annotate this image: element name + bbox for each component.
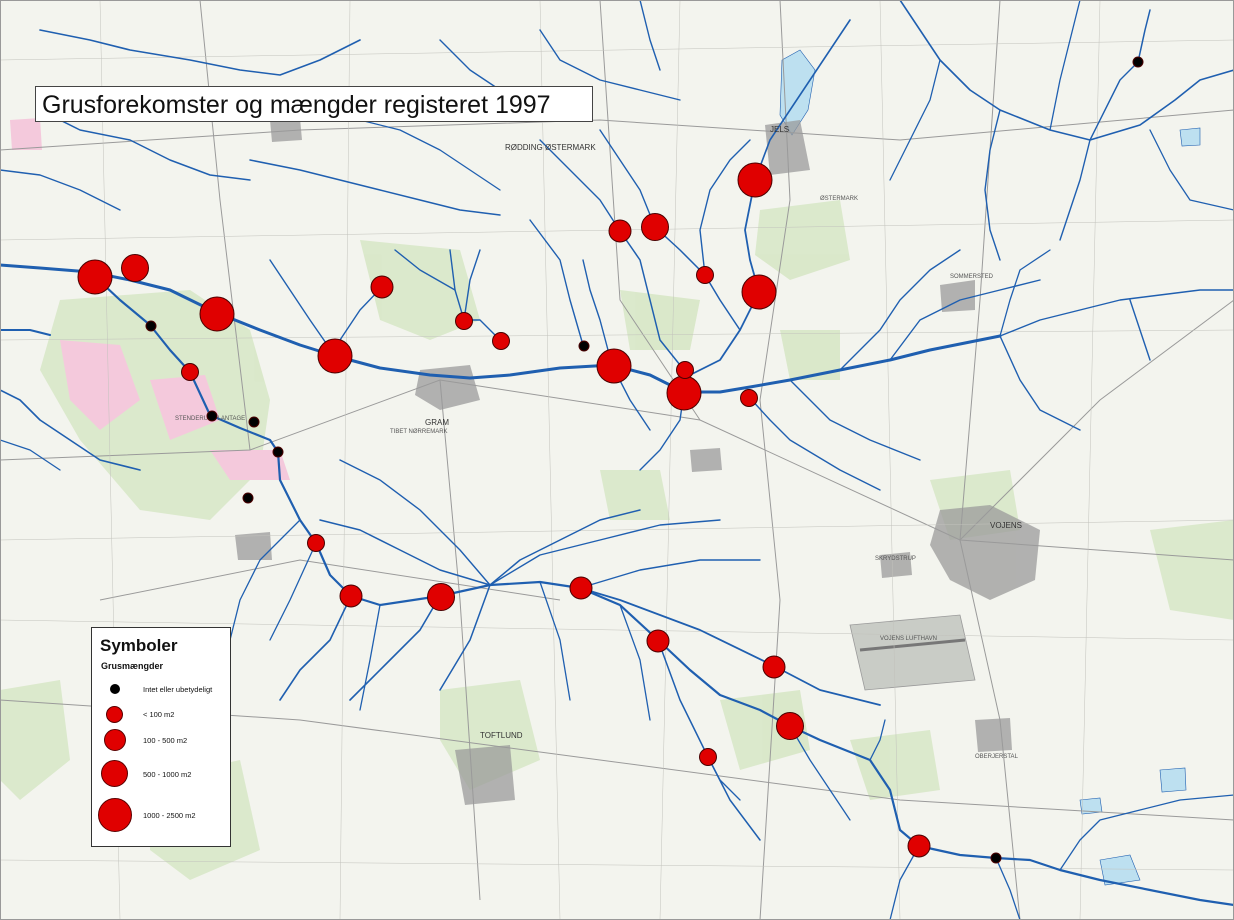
place-label: OBERJERSTAL [975,754,1019,760]
gravel-marker-medium-large[interactable] [641,213,669,241]
gravel-marker-none[interactable] [990,852,1002,864]
legend-label: < 100 m2 [143,710,175,719]
gravel-marker-medium[interactable] [339,584,363,608]
place-label: ØSTERMARK [820,196,858,202]
gravel-marker-medium[interactable] [762,655,786,679]
gravel-marker-medium[interactable] [569,576,593,600]
legend: Symboler Grusmængder Intet eller ubetyde… [91,627,231,847]
gravel-marker-medium[interactable] [370,275,394,299]
place-label: VOJENS [990,521,1022,530]
gravel-marker-none[interactable] [578,340,590,352]
gravel-marker-small[interactable] [676,361,694,379]
gravel-marker-medium-large[interactable] [121,254,149,282]
gravel-marker-small[interactable] [699,748,717,766]
gravel-marker-large[interactable] [77,259,113,295]
legend-label: 1000 - 2500 m2 [143,811,196,820]
gravel-marker-small[interactable] [455,312,473,330]
gravel-marker-medium[interactable] [608,219,632,243]
place-label: SOMMERSTED [950,274,994,280]
gravel-marker-medium-large[interactable] [427,583,455,611]
gravel-marker-medium[interactable] [907,834,931,858]
heath-areas [10,118,290,480]
gravel-marker-none[interactable] [248,416,260,428]
gravel-marker-none[interactable] [206,410,218,422]
place-label: JELS [770,125,789,134]
gravel-marker-large[interactable] [317,338,353,374]
gravel-marker-small[interactable] [181,363,199,381]
legend-red-dot-small-icon [106,706,123,723]
gravel-marker-large[interactable] [737,162,773,198]
gravel-marker-large[interactable] [596,348,632,384]
legend-black-dot-icon [110,684,120,694]
gravel-markers [77,56,1144,864]
place-label: TOFTLUND [480,731,523,740]
gravel-marker-none[interactable] [242,492,254,504]
legend-label: 500 - 1000 m2 [143,770,192,779]
legend-subtitle: Grusmængder [101,661,164,671]
gravel-marker-large[interactable] [741,274,777,310]
gravel-marker-none[interactable] [1132,56,1144,68]
legend-label: Intet eller ubetydeligt [143,685,213,694]
place-label: GRAM [425,418,449,427]
gravel-marker-small[interactable] [740,389,758,407]
gravel-marker-small[interactable] [696,266,714,284]
legend-red-dot-large-icon [101,760,128,787]
legend-red-dot-medium-icon [104,729,126,751]
gravel-marker-none[interactable] [272,446,284,458]
legend-label: 100 - 500 m2 [143,736,188,745]
airport-area [849,614,976,691]
legend-red-dot-xlarge-icon [98,798,132,832]
lakes [779,49,1201,886]
gravel-marker-none[interactable] [145,320,157,332]
place-label: SKRYDSTRUP [875,556,916,562]
map-title: Grusforekomster og mængder registeret 19… [35,86,593,122]
gravel-marker-large[interactable] [199,296,235,332]
gravel-marker-small[interactable] [307,534,325,552]
gravel-marker-small[interactable] [492,332,510,350]
gravel-marker-medium-large[interactable] [776,712,804,740]
gravel-marker-medium[interactable] [646,629,670,653]
gravel-marker-large[interactable] [666,375,702,411]
place-label: VOJENS LUFTHAVN [880,636,937,642]
place-label: RØDDING ØSTERMARK [505,143,596,152]
place-label: TIBET NØRREMARK [390,429,448,435]
forest-areas [0,200,1234,880]
legend-title: Symboler [100,636,178,655]
